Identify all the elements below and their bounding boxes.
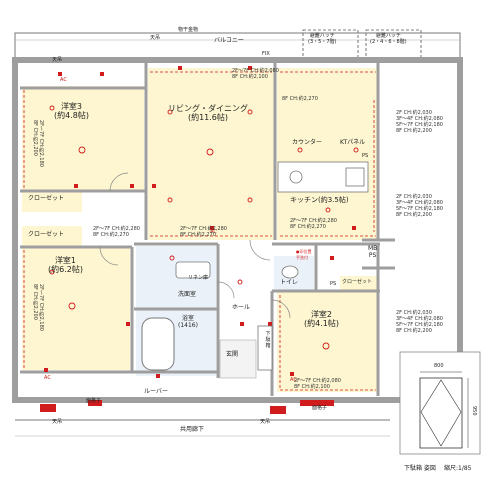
legend-caption: 下駄箱 姿図 xyxy=(404,465,436,472)
balcony-area xyxy=(14,32,461,60)
legend-scale: 縮尺:1/85 xyxy=(444,465,472,472)
ch-kitchen-right2: 2F CH:約2,030 3F〜4F CH:約2,080 5F〜7F CH:約2… xyxy=(396,194,443,218)
toilet-note-label: 手洗付 xyxy=(296,255,308,260)
ch-balcony-top: 2F〜7F CH:約2,080 8F CH:約2,100 xyxy=(232,68,279,80)
ac-label-3: AC xyxy=(290,377,297,383)
counter-label: カウンター xyxy=(292,139,323,146)
corridor-label: 共用廊下 xyxy=(180,426,205,433)
storage-label: 物干金物 xyxy=(178,27,199,33)
western-room-2-name: 洋室2 xyxy=(310,310,333,319)
kitchen-name: キッチン xyxy=(290,196,318,204)
living-floor xyxy=(148,68,274,240)
legend-height: 950 xyxy=(470,406,477,416)
living-label: リビング・ダイニング(約11.6帖) xyxy=(168,104,248,122)
ch-western2-right: 2F CH:約2,030 3F〜4F CH:約2,080 5F〜7F CH:約2… xyxy=(396,310,443,334)
ch-living-top: 8F CH:約2,270 xyxy=(282,96,318,102)
western-room-1-floor xyxy=(22,248,130,370)
kitchen-counter xyxy=(277,161,369,193)
closet-lower xyxy=(22,226,82,246)
closet-lower-label: クローゼット xyxy=(28,231,65,238)
kitchen-size: (約3.5帖) xyxy=(318,196,349,204)
ch-living-bottom: 2F〜7F CH:約2,280 8F CH:約2,270 xyxy=(180,226,227,238)
ch-western3-left: 2F〜7F CH:約2,180 8F CH:約2,200 xyxy=(32,120,44,167)
louver-label: ルーバー xyxy=(144,388,168,395)
western-room-3-floor xyxy=(22,86,144,190)
western-room-2-label: 洋室2(約4.1帖) xyxy=(304,310,339,328)
western-room-3-name: 洋室3 xyxy=(60,102,83,111)
washroom-label: 洗面室 xyxy=(178,291,197,298)
western-room-1-label: 洋室1(約6.2帖) xyxy=(48,256,83,274)
outlet-markers xyxy=(44,66,356,378)
closet-upper-label: クローゼット xyxy=(28,195,65,202)
linen-label: リネン庫 xyxy=(188,275,209,281)
fix-label: FIX xyxy=(262,51,270,57)
ac-label-1: AC xyxy=(60,77,67,83)
ch-closet-mid: 2F〜7F CH:約2,280 8F CH:約2,270 xyxy=(93,226,140,238)
entrance-label: 玄関 xyxy=(226,351,239,358)
sink-note-label: ●印位置 xyxy=(296,249,312,254)
bath-size: (1416) xyxy=(178,321,198,329)
ps-label-kitchen: PS xyxy=(362,153,369,159)
western-room-2-size: (約4.1帖) xyxy=(304,319,339,329)
door-swings xyxy=(99,172,291,319)
western-room-3-size: (約4.8帖) xyxy=(54,111,89,121)
ac-label-2: AC xyxy=(44,375,51,381)
bath-name: 浴室 xyxy=(181,315,194,322)
legend-width: 800 xyxy=(434,363,444,369)
shoe-box-label: 下駄箱 xyxy=(265,331,271,349)
hall-label: ホール xyxy=(232,304,251,311)
ceiling-vent-top: 天吊 xyxy=(52,57,63,63)
living-name: リビング・ダイニング xyxy=(168,104,248,113)
lattice-left-label: 面格子 xyxy=(86,398,102,404)
balcony-label: バルコニー xyxy=(214,37,244,44)
shoe-box xyxy=(257,325,273,371)
ps-label-western2: PS xyxy=(330,281,337,287)
ceiling-lines xyxy=(23,71,376,391)
outer-wall xyxy=(12,57,463,403)
entrance-floor xyxy=(219,339,257,379)
ceiling-vent-bottom-left: 天吊 xyxy=(52,419,63,425)
western-room-1-name: 洋室1 xyxy=(54,256,77,265)
vent-markers-bottom xyxy=(40,400,334,414)
closet-western2 xyxy=(340,276,378,292)
living-size: (約11.6帖) xyxy=(187,113,229,123)
closet-upper xyxy=(22,192,82,212)
ac-label-4: AC xyxy=(210,229,217,235)
hatch-right-label: 避難ハッチ (2・4・6・8階) xyxy=(370,33,407,45)
ch-western1-left: 2F〜7F CH:約2,180 8F CH:約2,200 xyxy=(32,284,44,331)
closet-western2-label: クローゼット xyxy=(342,279,373,285)
bath-label: 浴室(1416) xyxy=(178,315,198,330)
legend-shoe-box xyxy=(419,377,463,449)
western-room-1-size: (約6.2帖) xyxy=(48,265,83,275)
ch-kitchen-bottom: 2F〜7F CH:約2,280 8F CH:約2,270 xyxy=(290,218,337,230)
bathtub xyxy=(141,317,175,371)
legend-frame xyxy=(399,351,481,455)
toilet-label: トイレ xyxy=(280,279,299,286)
ceiling-vent-top-left: 天吊 xyxy=(150,35,161,41)
ceiling-vent-bottom-right: 天吊 xyxy=(260,419,271,425)
kt-panel-label: KTパネル xyxy=(340,139,366,146)
kitchen-label: キッチン(約3.5帖) xyxy=(290,196,349,204)
hatch-left-label: 避難ハッチ (3・5・7階) xyxy=(308,33,337,45)
ch-western2-bottom: 2F〜7F CH:約2,080 8F CH:約2,100 xyxy=(294,378,341,390)
lattice-right-label: 面格子 xyxy=(312,405,328,411)
sink xyxy=(175,261,211,279)
ch-kitchen-right: 2F CH:約2,030 3F〜4F CH:約2,080 5F〜7F CH:約2… xyxy=(396,110,443,134)
mb-ps-label: MB PS xyxy=(368,245,378,259)
western-room-3-label: 洋室3(約4.8帖) xyxy=(54,102,89,120)
toilet-bowl xyxy=(281,265,299,279)
